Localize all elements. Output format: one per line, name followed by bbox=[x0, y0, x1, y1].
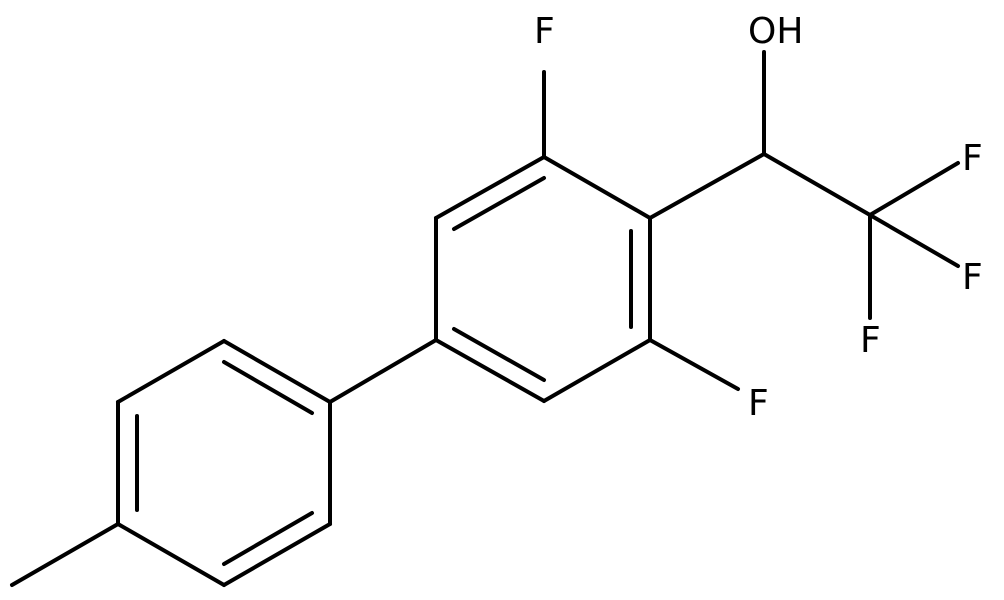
bond-lines bbox=[10, 50, 960, 587]
bond-biaryl bbox=[328, 338, 438, 404]
bond-ring-choh bbox=[648, 152, 766, 220]
bond-ring2-6 bbox=[434, 338, 546, 403]
bond-ring2-6-inner bbox=[452, 327, 546, 382]
bond-ring2-2-inner bbox=[452, 176, 546, 231]
bond-tolyl-5 bbox=[222, 522, 332, 587]
atom-label-f-top: F bbox=[534, 11, 555, 52]
bond-tolyl-6 bbox=[116, 522, 226, 587]
bond-tolyl-5-inner bbox=[222, 511, 314, 566]
atom-label-f-cf3-bottom: F bbox=[860, 320, 881, 361]
atom-labels: F OH F F F F bbox=[534, 11, 983, 424]
bond-cf3-f-right bbox=[868, 213, 960, 268]
bond-c-f-bottom bbox=[648, 338, 740, 391]
atom-label-f-ring-bottom: F bbox=[748, 383, 769, 424]
atom-label-hydroxyl: OH bbox=[748, 11, 803, 52]
bond-ring2-3 bbox=[542, 155, 652, 220]
atom-label-f-cf3-top: F bbox=[962, 138, 983, 179]
bond-choh-cf3 bbox=[762, 152, 872, 217]
bond-tolyl-3-inner bbox=[222, 360, 314, 415]
bond-cf3-f-top bbox=[868, 161, 960, 217]
bond-tolyl-3 bbox=[222, 339, 332, 404]
bond-ring2-5 bbox=[542, 338, 652, 403]
bond-ring2-2 bbox=[434, 155, 546, 220]
atom-label-f-cf3-right: F bbox=[962, 257, 983, 298]
bond-methyl bbox=[10, 522, 120, 587]
bond-tolyl-2 bbox=[116, 339, 226, 404]
